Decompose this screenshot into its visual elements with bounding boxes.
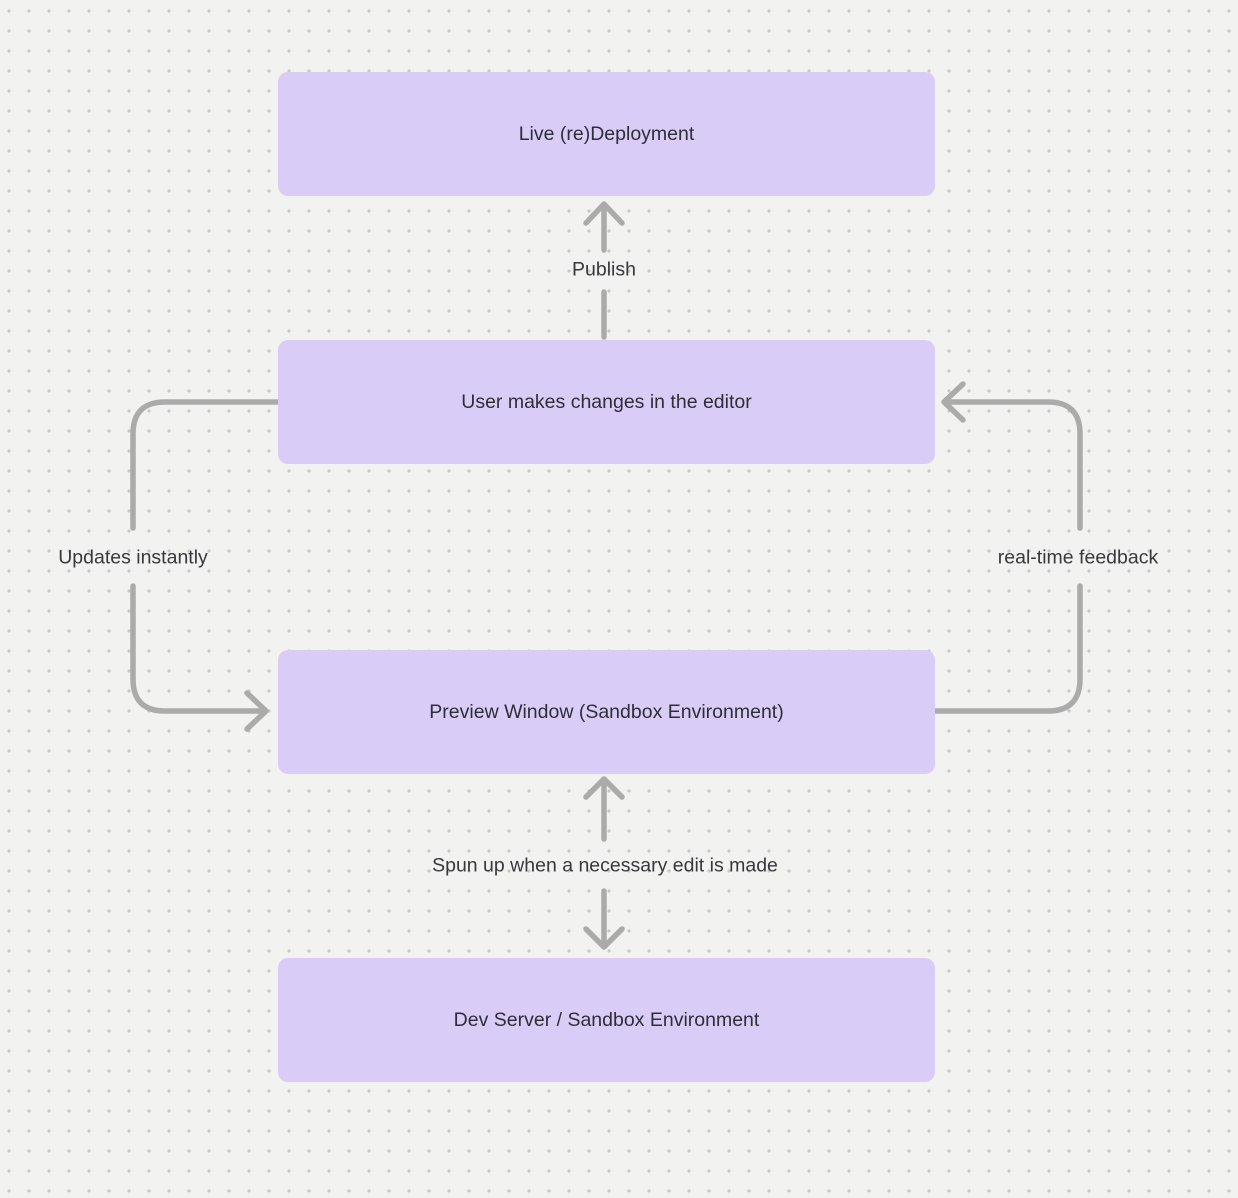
- edge-label-publish: Publish: [572, 258, 636, 281]
- edge-spun-up: [583, 776, 625, 950]
- node-label: User makes changes in the editor: [461, 390, 752, 413]
- edge-publish: [583, 201, 625, 340]
- node-dev-server: Dev Server / Sandbox Environment: [278, 958, 935, 1082]
- edge-label-real-time-feedback: real-time feedback: [997, 546, 1159, 569]
- arrowhead-up-icon: [583, 776, 625, 800]
- edge-line: [130, 583, 265, 714]
- edge-updates-instantly: [130, 399, 281, 732]
- arrowhead-up-icon: [583, 201, 625, 226]
- node-live-redeployment: Live (re)Deployment: [278, 72, 935, 196]
- node-label: Preview Window (Sandbox Environment): [429, 700, 784, 723]
- edge-line: [932, 583, 1083, 714]
- arrowhead-left-icon: [941, 381, 966, 423]
- edge-line: [947, 399, 1083, 531]
- arrowhead-right-icon: [244, 690, 269, 732]
- node-preview-window: Preview Window (Sandbox Environment): [278, 650, 935, 774]
- edge-label-spun-up: Spun up when a necessary edit is made: [432, 854, 778, 877]
- edge-real-time-feedback: [932, 381, 1083, 714]
- edge-line: [130, 399, 281, 531]
- arrowhead-down-icon: [583, 926, 625, 950]
- node-label: Live (re)Deployment: [518, 122, 695, 145]
- edge-label-updates-instantly: Updates instantly: [58, 546, 208, 569]
- node-label: Dev Server / Sandbox Environment: [453, 1008, 760, 1031]
- node-user-editor: User makes changes in the editor: [278, 340, 935, 464]
